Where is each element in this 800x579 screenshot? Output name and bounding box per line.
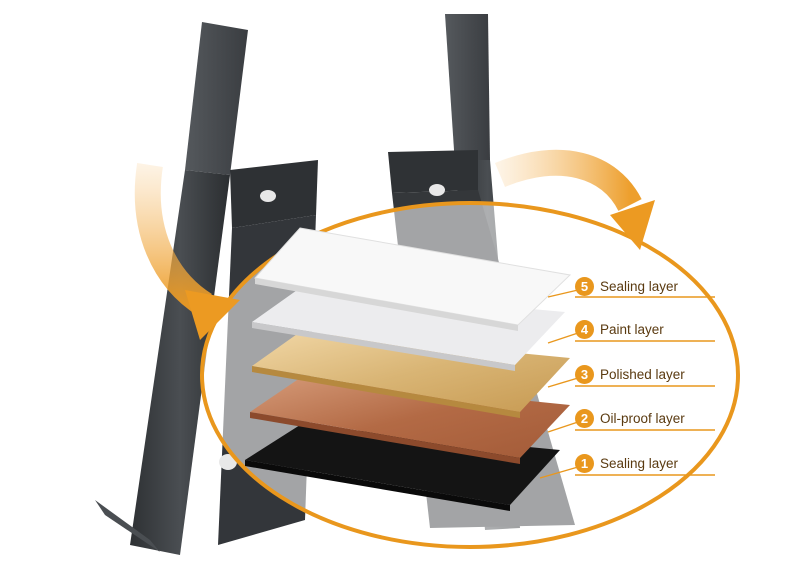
- layer-label-3: 3 Polished layer: [575, 363, 685, 385]
- layer-name: Sealing layer: [600, 455, 679, 471]
- layer-name: Polished layer: [600, 366, 685, 382]
- arrow-right: [495, 149, 655, 250]
- layer-label-1: 1 Sealing layer: [575, 452, 678, 474]
- leader-lines: [539, 289, 715, 479]
- layer-name: Oil-proof layer: [600, 410, 685, 426]
- layer-number-badge: 4: [575, 319, 594, 339]
- layer-label-4: 4 Paint layer: [575, 318, 664, 340]
- layer-stack: [245, 227, 572, 511]
- arrow-left: [134, 163, 240, 340]
- layer-number-badge: 5: [575, 276, 594, 296]
- layer-label-5: 5 Sealing layer: [575, 275, 678, 297]
- layer-number-badge: 2: [575, 408, 594, 428]
- layer-name: Sealing layer: [600, 278, 679, 294]
- layer-label-2: 2 Oil-proof layer: [575, 407, 685, 429]
- layer-number-badge: 1: [575, 453, 594, 473]
- layer-name: Paint layer: [600, 321, 664, 337]
- layer-number-badge: 3: [575, 364, 594, 384]
